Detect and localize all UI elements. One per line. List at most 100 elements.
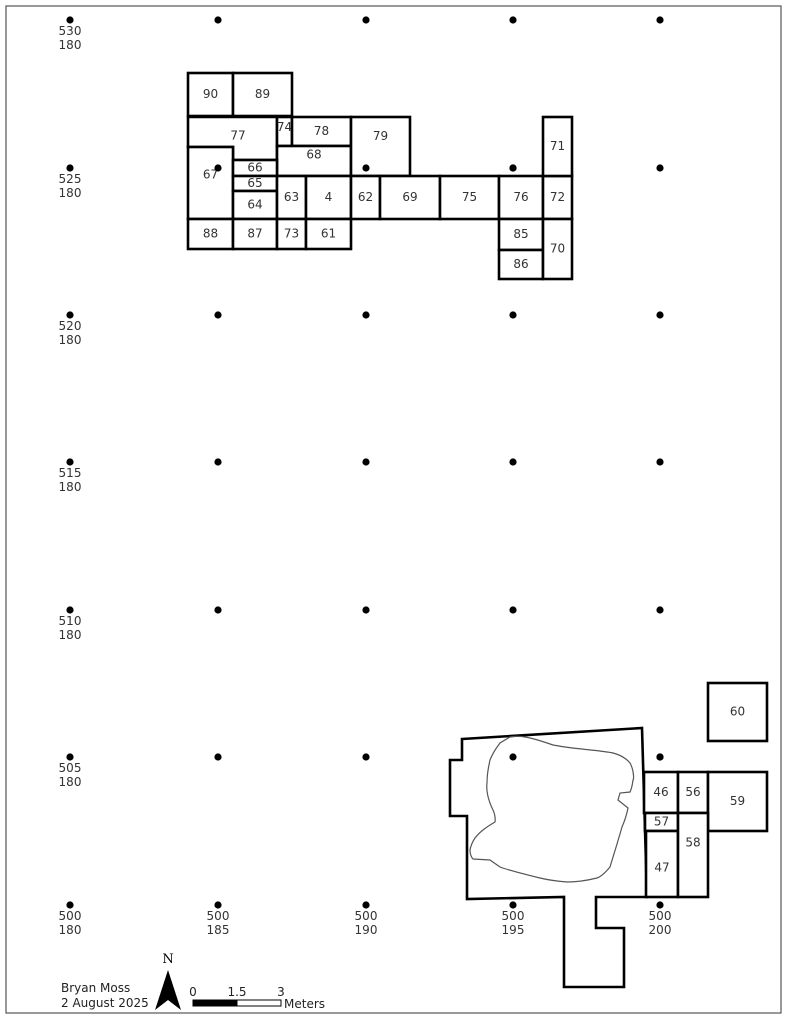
grid-point <box>362 606 370 614</box>
grid-point <box>509 901 517 909</box>
unit-62[interactable]: 62 <box>349 174 382 221</box>
unit-61[interactable]: 61 <box>304 217 353 251</box>
grid-label-easting: 180 <box>59 923 82 937</box>
unit-label: 64 <box>247 198 262 212</box>
unit-63[interactable]: 63 <box>275 174 308 221</box>
unit-85[interactable]: 85 <box>497 217 545 252</box>
unit-79[interactable]: 79 <box>349 115 412 178</box>
unit-label: 77 <box>230 129 245 143</box>
unit-boundary <box>378 174 442 221</box>
grid-label-northing: 510 <box>59 614 82 628</box>
unit-boundary <box>438 174 501 221</box>
unit-47[interactable]: 47 <box>644 829 680 899</box>
grid-label-northing: 500 <box>502 909 525 923</box>
grid-label-easting: 195 <box>502 923 525 937</box>
unit-89[interactable]: 89 <box>231 71 294 118</box>
grid-point <box>656 901 664 909</box>
unit-label: 89 <box>255 87 270 101</box>
unit-label: 86 <box>513 257 528 271</box>
unit-87[interactable]: 87 <box>231 217 279 251</box>
unit-label: 72 <box>550 190 565 204</box>
unit-label: 4 <box>325 190 333 204</box>
unit-boundary <box>186 145 235 221</box>
unit-75[interactable]: 75 <box>438 174 501 221</box>
north-label: N <box>162 952 173 967</box>
grid-label-easting: 180 <box>59 480 82 494</box>
unit-label: 75 <box>462 190 477 204</box>
unit-label: 78 <box>314 124 329 138</box>
unit-label: 46 <box>653 785 668 799</box>
grid-point <box>66 901 74 909</box>
unit-56[interactable]: 56 <box>676 770 710 815</box>
scale-tick-0: 0 <box>189 985 197 999</box>
unit-boundary <box>644 829 680 899</box>
grid-point <box>656 16 664 24</box>
unit-60[interactable]: 60 <box>706 681 769 743</box>
grid-label-northing: 520 <box>59 319 82 333</box>
grid-label-easting: 200 <box>649 923 672 937</box>
unit-68[interactable]: 68 <box>275 144 353 178</box>
unit-boundary <box>706 770 769 833</box>
unit-label: 61 <box>321 227 336 241</box>
unit-boundary <box>349 115 412 178</box>
grid-point <box>214 458 222 466</box>
unit-70[interactable]: 70 <box>541 217 574 281</box>
grid-label-northing: 500 <box>649 909 672 923</box>
unit-boundary <box>304 174 353 221</box>
grid-label-easting: 185 <box>207 923 230 937</box>
unit-4[interactable]: 4 <box>304 174 353 221</box>
unit-67[interactable]: 67 <box>186 145 235 221</box>
unit-71[interactable]: 71 <box>541 115 574 178</box>
unit-label: 76 <box>513 190 528 204</box>
grid-points: 5301805251805201805151805101805051805001… <box>59 16 672 937</box>
grid-point <box>66 606 74 614</box>
unit-64[interactable]: 64 <box>231 189 279 221</box>
unit-69[interactable]: 69 <box>378 174 442 221</box>
grid-point <box>214 606 222 614</box>
unit-boundary <box>541 174 574 221</box>
unit-58[interactable]: 58 <box>676 811 710 899</box>
unit-label: 60 <box>730 705 745 719</box>
unit-boundary <box>231 217 279 251</box>
unit-57[interactable]: 57 <box>643 811 680 833</box>
unit-74[interactable]: 74 <box>275 115 294 148</box>
unit-boundary <box>541 217 574 281</box>
unit-boundary <box>186 217 235 251</box>
grid-label-northing: 500 <box>355 909 378 923</box>
unit-46[interactable]: 46 <box>642 770 680 815</box>
grid-point <box>656 458 664 466</box>
unit-90[interactable]: 90 <box>186 71 235 118</box>
unit-label: 65 <box>247 176 262 190</box>
unit-76[interactable]: 76 <box>497 174 545 221</box>
unit-73[interactable]: 73 <box>275 217 308 251</box>
grid-label-easting: 180 <box>59 38 82 52</box>
unit-65[interactable]: 65 <box>231 174 279 193</box>
grid-point <box>509 606 517 614</box>
grid-point <box>509 16 517 24</box>
north-arrow-icon: N <box>155 952 181 1010</box>
map-legend: Bryan Moss 2 August 2025 N 0 1.5 3 Meter… <box>61 952 325 1011</box>
unit-boundary <box>497 248 545 281</box>
unit-66[interactable]: 66 <box>231 158 279 178</box>
unit-78[interactable]: 78 <box>290 115 353 148</box>
grid-label-northing: 505 <box>59 761 82 775</box>
unit-label: 56 <box>685 785 700 799</box>
grid-point <box>214 311 222 319</box>
unit-label: 59 <box>730 794 745 808</box>
unit-59[interactable]: 59 <box>706 770 769 833</box>
grid-label-easting: 180 <box>59 186 82 200</box>
grid-label-easting: 190 <box>355 923 378 937</box>
grid-point <box>214 901 222 909</box>
unit-88[interactable]: 88 <box>186 217 235 251</box>
grid-point <box>214 16 222 24</box>
unit-86[interactable]: 86 <box>497 248 545 281</box>
grid-point <box>509 311 517 319</box>
author-label: Bryan Moss <box>61 981 130 995</box>
unit-boundary <box>706 681 769 743</box>
grid-point <box>509 164 517 172</box>
grid-label-northing: 500 <box>207 909 230 923</box>
grid-point <box>66 753 74 761</box>
excavation-features <box>448 726 649 989</box>
unit-72[interactable]: 72 <box>541 174 574 221</box>
